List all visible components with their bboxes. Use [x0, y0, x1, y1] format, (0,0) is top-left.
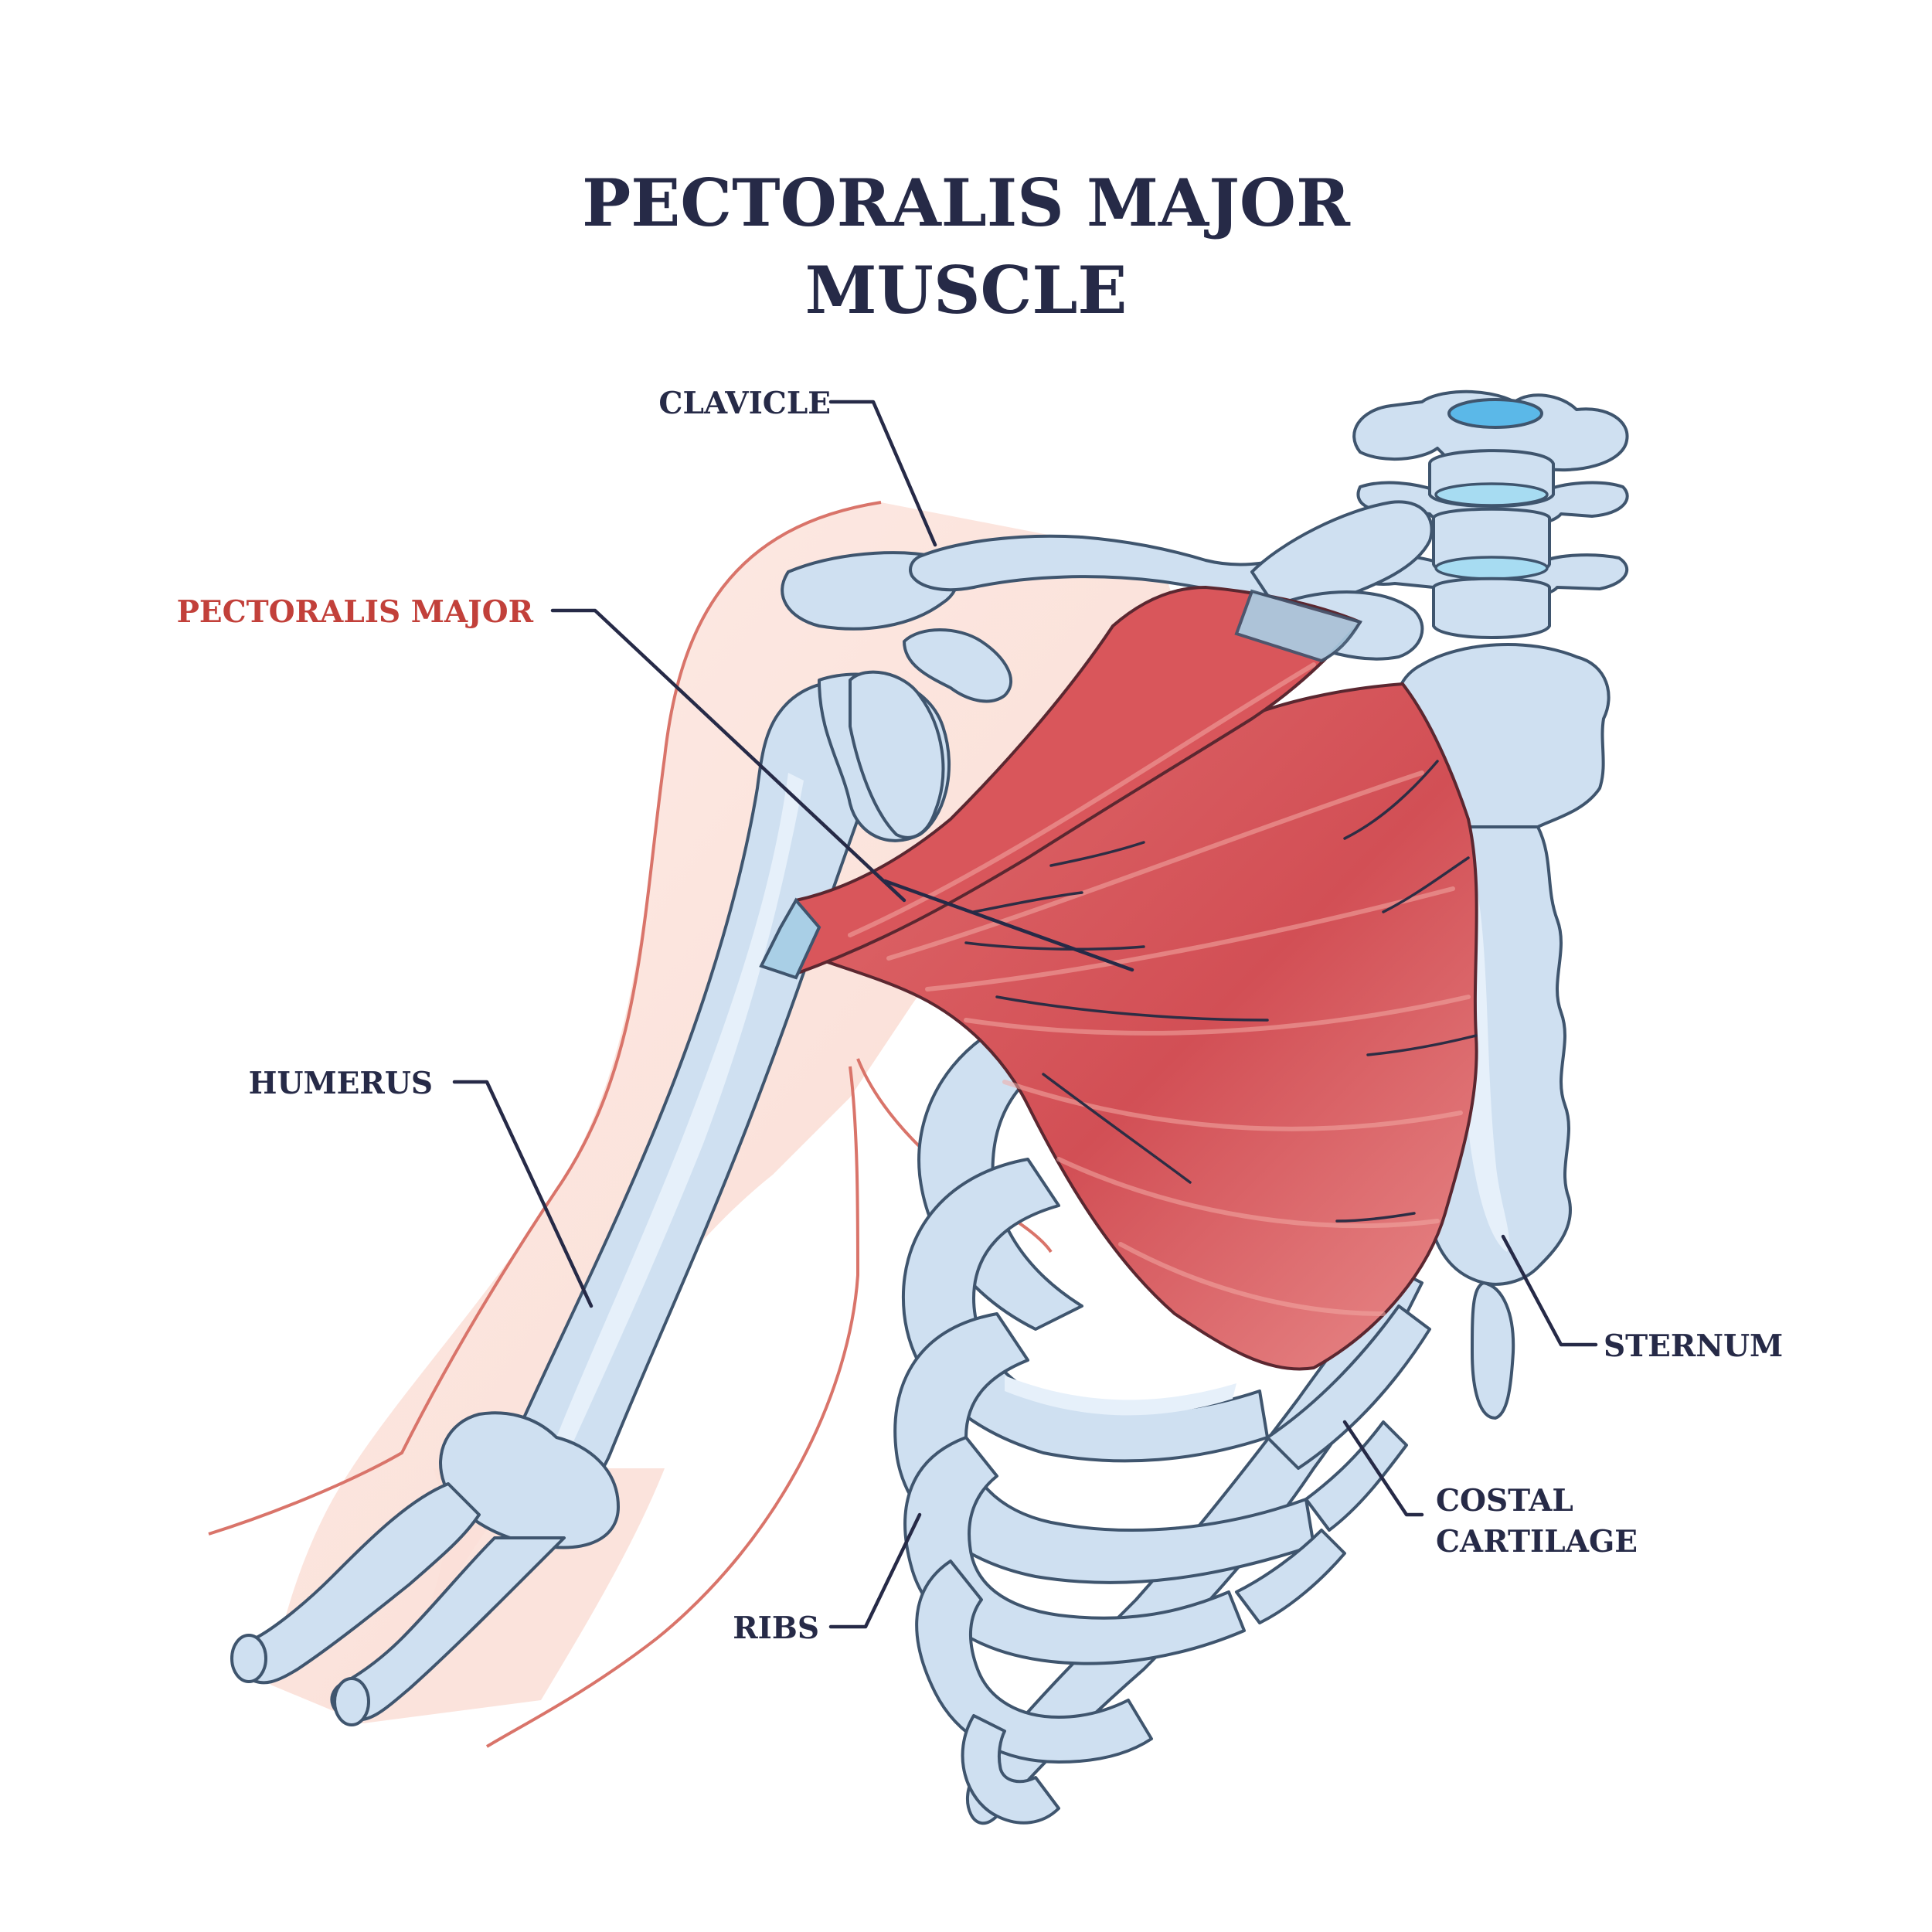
leader-pectoralis-major	[550, 608, 906, 903]
fiber-dark-8	[1335, 1212, 1416, 1223]
label-costal-cartilage-line-2: CARTILAGE	[1436, 1524, 1638, 1560]
first-rib-upper	[1250, 500, 1434, 608]
forearm-end-2	[333, 1677, 370, 1726]
costal-cartilage-band-1	[1266, 1304, 1431, 1470]
title-line-2: MUSCLE	[805, 252, 1128, 328]
leader-lines	[452, 400, 1598, 1629]
rib-cage	[893, 1003, 1431, 1825]
vertebra-disc-top	[1447, 398, 1543, 429]
scapula-glenoid	[849, 670, 945, 839]
fiber-dark-6	[1382, 856, 1470, 913]
rib-4	[903, 1436, 1246, 1665]
fiber-light-1	[848, 662, 1316, 937]
humerus-distal	[439, 1411, 620, 1549]
label-humerus: HUMERUS	[249, 1066, 433, 1101]
label-pectoralis-major: PECTORALIS MAJOR	[177, 594, 534, 630]
fiber-light-4	[964, 995, 1471, 1036]
label-sternum: STERNUM	[1604, 1328, 1783, 1364]
fiber-dark-7	[1366, 1034, 1478, 1056]
pectoralis-clavicular-head	[794, 586, 1362, 975]
fiber-light-3	[925, 886, 1455, 992]
label-costal-cartilage-line-1: COSTAL	[1436, 1483, 1573, 1519]
costal-cartilage-band-2	[1304, 1420, 1408, 1532]
title: PECTORALIS MAJOR MUSCLE	[582, 165, 1351, 328]
fiber-dark-3	[995, 995, 1269, 1022]
fiber-light-5	[1002, 1080, 1463, 1131]
vertebrae	[1349, 389, 1629, 639]
fiber-light-2	[886, 770, 1424, 961]
pectoralis-major-muscle	[759, 586, 1478, 1371]
rib-5	[915, 1560, 1153, 1764]
label-ribs: RIBS	[733, 1611, 819, 1646]
fiber-dark-5	[1343, 760, 1439, 840]
fiber-light-6	[1056, 1157, 1440, 1229]
xiphoid-process	[1471, 1281, 1515, 1420]
rib-6	[961, 1714, 1060, 1825]
forearm-end-1	[230, 1634, 267, 1683]
leader-costal-cartilage	[1342, 1420, 1424, 1517]
fiber-dark-1	[972, 891, 1083, 913]
fiber-dark-9	[1049, 841, 1145, 867]
labels: CLAVICLE PECTORALIS MAJOR HUMERUS STERNU…	[177, 386, 1784, 1646]
coracoid	[903, 628, 1013, 703]
costal-cartilage-band-3	[1235, 1529, 1346, 1624]
leader-humerus	[452, 1080, 594, 1308]
label-clavicle: CLAVICLE	[658, 386, 831, 421]
fiber-dark-2	[964, 941, 1145, 951]
vertebra-disc-2	[1434, 482, 1549, 507]
arm-outline-outer	[208, 501, 882, 1536]
humerus-bone	[230, 672, 951, 1726]
pectoralis-humeral-insertion	[759, 897, 821, 980]
vertebra-body-4	[1432, 577, 1551, 639]
pectoralis-clavicular-tendon	[1234, 589, 1363, 663]
leader-sternum	[1501, 1234, 1598, 1347]
humerus-highlight	[556, 773, 804, 1445]
leader-pectoralis-major-branch	[883, 879, 1134, 972]
leader-ribs	[828, 1512, 922, 1629]
leader-clavicle	[828, 400, 937, 547]
fiber-dark-4	[1042, 1073, 1192, 1184]
arm-outline-inner	[485, 1066, 860, 1748]
title-line-1: PECTORALIS MAJOR	[582, 165, 1351, 241]
shoulder-bones	[781, 500, 1434, 839]
fiber-light-7	[1118, 1242, 1386, 1316]
rib-2	[901, 1158, 1269, 1463]
vertebra-disc-3	[1434, 556, 1549, 580]
rib-highlight	[1005, 1376, 1236, 1416]
